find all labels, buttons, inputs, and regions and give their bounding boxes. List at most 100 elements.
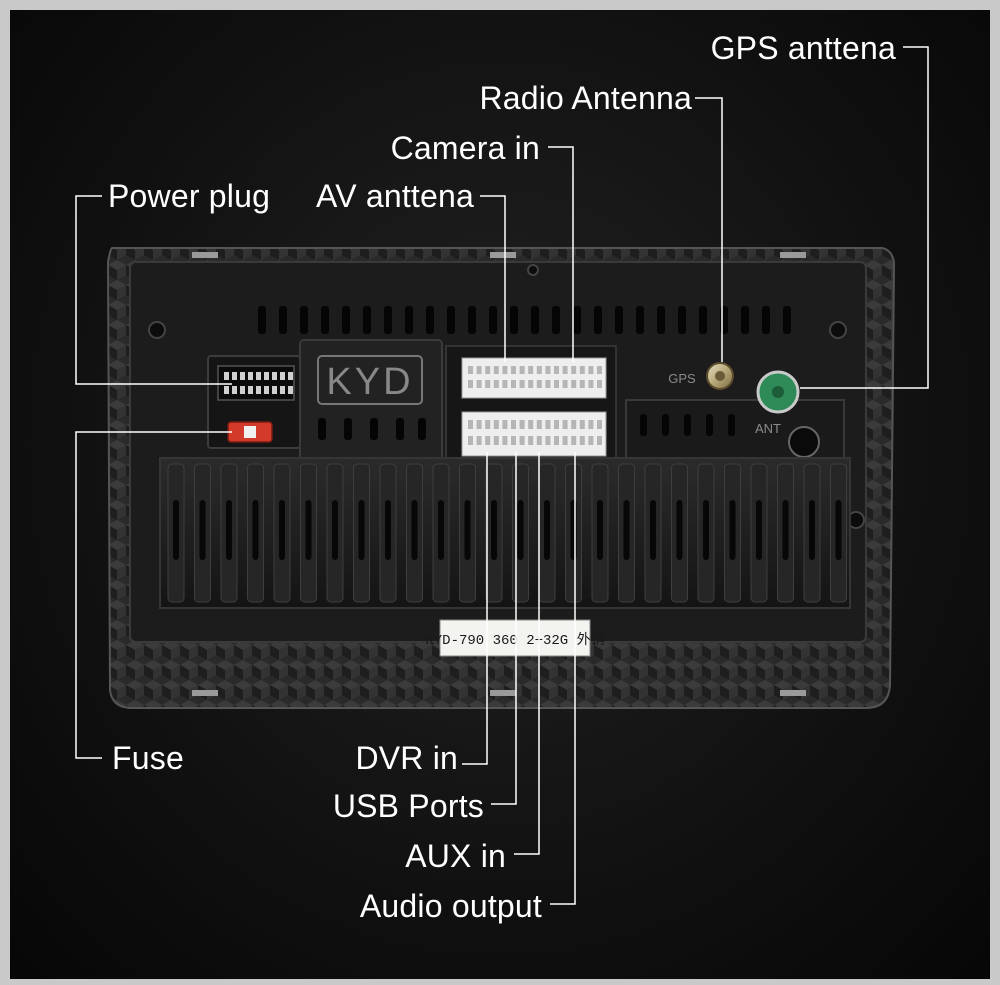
connector-pin [485, 436, 491, 445]
fin-slot [703, 500, 709, 560]
vent-slot [300, 306, 308, 334]
connector-pin [493, 420, 499, 429]
connector-pin [493, 436, 499, 445]
connector-pin [536, 380, 542, 388]
connector-pin [545, 420, 551, 429]
fin-slot [173, 500, 179, 560]
connector-pin [588, 366, 594, 374]
fin-slot [597, 500, 603, 560]
vent-slot [321, 306, 329, 334]
connector-pin [597, 420, 602, 429]
connector-pin [588, 420, 594, 429]
connector-pin [536, 420, 542, 429]
fin-slot [332, 500, 338, 560]
connector-pin [562, 366, 568, 374]
connector-pin [485, 366, 491, 374]
vent-slot [468, 306, 476, 334]
vent-slot [531, 306, 539, 334]
plug-pin [280, 372, 285, 380]
label-audio-output: Audio output [359, 888, 542, 924]
connector-pin [545, 380, 551, 388]
plug-pin [256, 386, 261, 394]
fin-slot [358, 500, 365, 560]
connector-pin [468, 436, 473, 445]
connector-pin [519, 436, 525, 445]
connector-pin [528, 436, 534, 445]
vent-slot [405, 306, 413, 334]
callout-line-power-plug [75, 195, 232, 385]
fin-slot [756, 500, 762, 560]
plug-pin [248, 372, 253, 380]
connector-pin [502, 366, 508, 374]
label-usb-ports: USB Ports [332, 788, 484, 824]
connector-pin [511, 436, 516, 445]
vent-slot [573, 306, 581, 334]
callout-line-usb-ports [491, 452, 517, 805]
connector-pin [493, 366, 499, 374]
fin-slot [835, 500, 842, 560]
connector-pin [485, 380, 491, 388]
connector-pin [528, 366, 534, 374]
connector-pin [579, 366, 585, 374]
connector-pin [476, 380, 482, 388]
label-power-plug: Power plug [108, 178, 271, 214]
model-sticker: KYD-790 360 2+32G 外销 [425, 632, 604, 649]
vent-slot [447, 306, 455, 334]
fin-slot [676, 500, 683, 560]
label-radio-antenna: Radio Antenna [479, 80, 692, 116]
plug-pin [280, 386, 285, 394]
plug-pin [224, 386, 229, 394]
vent-slot [258, 306, 266, 334]
fin-slot [305, 500, 312, 560]
connector-pin [571, 366, 577, 374]
callout-line-camera-in [548, 146, 574, 362]
vent-slot [615, 306, 623, 334]
connector-pin [545, 436, 551, 445]
vent-slot [426, 306, 434, 334]
connector-pin [588, 436, 594, 445]
connector-pin [468, 380, 473, 388]
plug-pin [272, 386, 277, 394]
fin-slot [623, 500, 630, 560]
label-dvr-in: DVR in [355, 740, 458, 776]
vent-slot [783, 306, 791, 334]
vent-slot [342, 306, 350, 334]
connector-pin [511, 366, 516, 374]
connector-pin [545, 366, 551, 374]
connector-pin [536, 436, 542, 445]
label-av-antenna: AV anttena [316, 178, 474, 214]
vent-slot [552, 306, 560, 334]
connector-pin [571, 420, 577, 429]
fin-slot [650, 500, 656, 560]
vent-slot [678, 306, 686, 334]
connector-pin [502, 420, 508, 429]
connector-pin [476, 366, 482, 374]
plug-pin [240, 372, 245, 380]
plug-pin [248, 386, 253, 394]
connector-pin [571, 380, 577, 388]
connector-pin [554, 436, 559, 445]
plug-pin [256, 372, 261, 380]
vent-slot [510, 306, 518, 334]
label-gps-antenna: GPS anttena [710, 30, 896, 66]
connector-pin [597, 436, 602, 445]
fin-slot [411, 500, 418, 560]
connector-pin [468, 366, 473, 374]
connector-pin [502, 380, 508, 388]
vent-slot [384, 306, 392, 334]
connector-pin [485, 420, 491, 429]
fin-slot [279, 500, 285, 560]
fin-slot [491, 500, 497, 560]
connector-pin [579, 380, 585, 388]
connector-pin [588, 380, 594, 388]
connector-pin [519, 366, 525, 374]
label-camera-in: Camera in [390, 130, 540, 166]
vent-slot [720, 306, 728, 334]
plug-pin [272, 372, 277, 380]
connector-pin [562, 420, 568, 429]
plug-pin [232, 372, 237, 380]
connector-pin [597, 366, 602, 374]
connector-pin [579, 436, 585, 445]
